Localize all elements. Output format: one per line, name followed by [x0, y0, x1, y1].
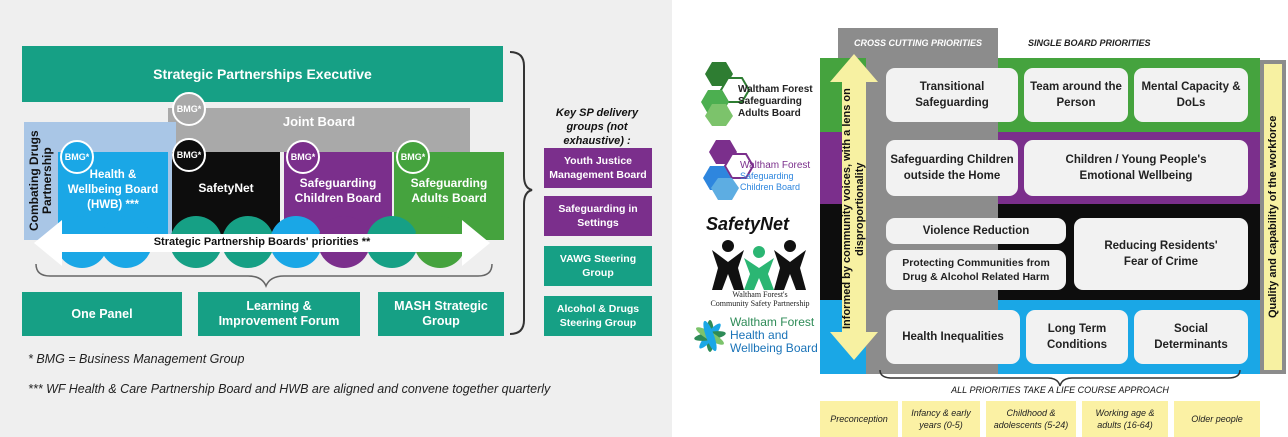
adults-logo-line3: Adults Board — [738, 108, 801, 119]
priority-protecting: Protecting Communities from Drug & Alcoh… — [886, 250, 1066, 290]
safetynet-label: SafetyNet — [198, 181, 254, 195]
footnote-hwb: *** WF Health & Care Partnership Board a… — [28, 382, 551, 396]
priorities-arrow-label: Strategic Partnership Boards' priorities… — [153, 236, 371, 248]
priority-violence: Violence Reduction — [886, 218, 1066, 244]
life-course-title: ALL PRIORITIES TAKE A LIFE COURSE APPROA… — [951, 385, 1169, 395]
key-groups-title: Key SP delivery groups (not exhaustive) … — [555, 107, 639, 147]
hwb-logo-text: Waltham Forest Health and Wellbeing Boar… — [730, 316, 818, 355]
bmg-circle-safetynet: BMG* — [172, 138, 206, 172]
right-brace — [509, 51, 533, 335]
single-board-label: SINGLE BOARD PRIORITIES — [1028, 38, 1151, 48]
children-logo-line2: Safeguarding — [740, 171, 794, 181]
workforce-inner — [1264, 64, 1282, 370]
cross-cutting-label: CROSS CUTTING PRIORITIES — [853, 38, 982, 48]
safetynet-logo-icon — [712, 240, 806, 290]
safetynet-logo-sub1: Waltham Forest's — [732, 290, 788, 299]
life-course-brace — [879, 369, 1241, 387]
safetynet-logo-title: SafetyNet — [706, 214, 790, 234]
hwb-logo-line1: Waltham Forest — [730, 315, 815, 329]
priority-mental-capacity: Mental Capacity & DoLs — [1134, 68, 1248, 122]
priority-fear-crime: Reducing Residents' Fear of Crime — [1074, 218, 1248, 290]
life-stage-older: Older people — [1174, 401, 1260, 437]
bmg-circle-adults: BMG* — [396, 140, 430, 174]
voices-arrow — [830, 54, 878, 360]
key-group-youth-justice: Youth Justice Management Board — [544, 148, 652, 188]
bottom-brace — [35, 263, 493, 289]
key-group-settings: Safeguarding in Settings — [544, 196, 652, 236]
life-stage-childhood: Childhood & adolescents (5-24) — [986, 401, 1076, 437]
hwb-logo-line2: Health and — [730, 328, 789, 342]
life-stage-infancy: Infancy & early years (0-5) — [902, 401, 980, 437]
children-logo-line3: Children Board — [740, 182, 801, 192]
priority-long-term: Long Term Conditions — [1026, 310, 1128, 364]
children-board-label: Safeguarding Children Board — [294, 176, 382, 205]
adults-board-label: Safeguarding Adults Board — [410, 176, 488, 205]
life-stage-preconception: Preconception — [820, 401, 898, 437]
priority-team-around: Team around the Person — [1024, 68, 1128, 122]
priority-transitional: Transitional Safeguarding — [886, 68, 1018, 122]
priorities-double-arrow — [34, 220, 490, 266]
voices-arrow-shape — [830, 54, 878, 360]
key-group-alcohol-drugs: Alcohol & Drugs Steering Group — [544, 296, 652, 336]
priority-social: Social Determinants — [1134, 310, 1248, 364]
hwb-label: Health & Wellbeing Board (HWB) *** — [67, 168, 159, 211]
children-logo-text: Waltham Forest Safeguarding Children Boa… — [740, 160, 810, 193]
safetynet-logo-sub: Waltham Forest's Community Safety Partne… — [700, 290, 820, 308]
hwb-logo-icon — [694, 320, 726, 352]
bmg-circle-joint: BMG* — [172, 92, 206, 126]
priority-circles — [34, 51, 533, 335]
children-logo-line1: Waltham Forest — [740, 160, 811, 171]
adults-logo-text: Waltham Forest Safeguarding Adults Board — [738, 84, 813, 120]
adults-board-logo-icon — [701, 62, 751, 126]
adults-logo-line2: Safeguarding — [738, 96, 802, 107]
priority-health-ineq: Health Inequalities — [886, 310, 1020, 364]
one-panel-box: One Panel — [22, 292, 182, 336]
safetynet-logo-sub2: Community Safety Partnership — [710, 299, 810, 308]
adults-logo-line1: Waltham Forest — [738, 84, 813, 95]
learning-forum-box: Learning & Improvement Forum — [198, 292, 360, 336]
priority-emotional: Children / Young People's Emotional Well… — [1024, 140, 1248, 196]
bmg-circle-hwb: BMG* — [60, 140, 94, 174]
joint-board-label: Joint Board — [282, 114, 356, 129]
children-board-logo-icon — [703, 140, 755, 200]
voices-label: Informed by community voices, with a len… — [841, 88, 866, 330]
footnote-bmg: * BMG = Business Management Group — [28, 352, 245, 366]
bmg-circle-children: BMG* — [286, 140, 320, 174]
priority-children-outside: Safeguarding Children outside the Home — [886, 140, 1018, 196]
strategic-partnerships-executive: Strategic Partnerships Executive — [22, 46, 503, 102]
mash-group-box: MASH Strategic Group — [378, 292, 504, 336]
life-stage-working-age: Working age & adults (16-64) — [1082, 401, 1168, 437]
hwb-logo-line3: Wellbeing Board — [730, 341, 818, 355]
workforce-label: Quality and capability of the workforce — [1267, 115, 1279, 319]
life-course-brace-path — [879, 369, 1241, 387]
key-group-vawg: VAWG Steering Group — [544, 246, 652, 286]
